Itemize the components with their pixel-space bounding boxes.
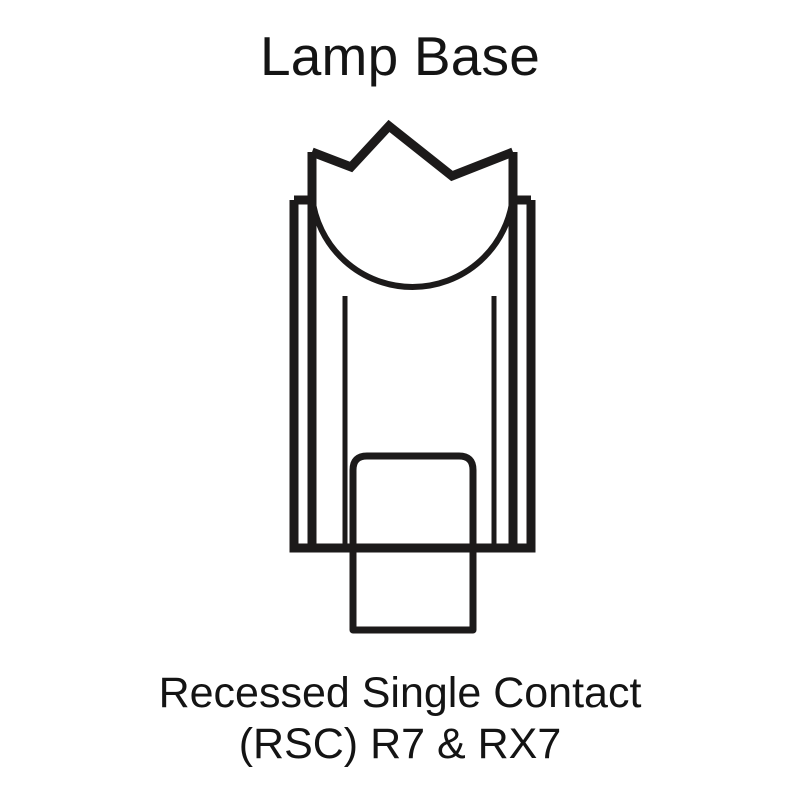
crown-prongs — [310, 119, 515, 182]
recessed-contact-pin — [349, 452, 477, 634]
bulb-cavity-arc — [309, 195, 516, 290]
page-title: Lamp Base — [259, 25, 541, 87]
outer-shell — [289, 200, 536, 553]
caption: Recessed Single Contact (RSC) R7 & RX7 — [0, 668, 800, 769]
caption-line-2: (RSC) R7 & RX7 — [238, 719, 562, 768]
caption-line-1: Recessed Single Contact — [158, 669, 642, 717]
